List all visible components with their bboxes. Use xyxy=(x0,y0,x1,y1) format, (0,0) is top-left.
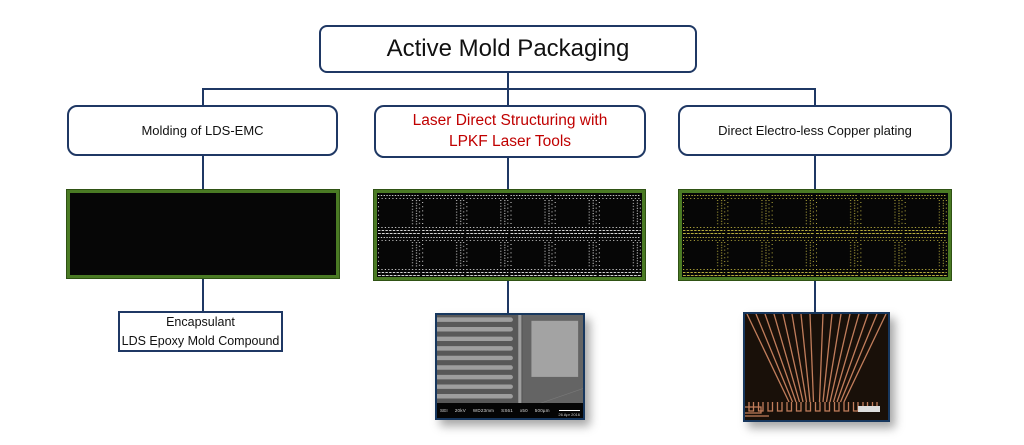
root-node: Active Mold Packaging xyxy=(319,25,697,73)
copper-traces-image xyxy=(745,314,888,420)
sem-footer-token: SS61 xyxy=(501,408,513,413)
copper-plated-panel-image xyxy=(678,189,952,281)
connector-root-stem xyxy=(507,73,509,89)
connector-box2-panel2 xyxy=(507,157,509,190)
connector-box3-panel3 xyxy=(814,156,816,190)
connector-drop-center xyxy=(507,88,509,105)
branch-node-laser-structuring: Laser Direct Structuring with LPKF Laser… xyxy=(374,105,646,158)
copper-scale-label xyxy=(858,406,880,412)
encapsulant-label: Encapsulant LDS Epoxy Mold Compound xyxy=(121,314,280,348)
sem-date: 26 Apr 2016 xyxy=(558,412,580,417)
connector-drop-right xyxy=(814,88,816,105)
connector-box1-panel1 xyxy=(202,156,204,190)
laser-structured-panel-image xyxy=(373,189,646,281)
laser-trace-pattern xyxy=(377,193,642,277)
copper-trace-pattern xyxy=(682,193,948,277)
branch-label-molding: Molding of LDS-EMC xyxy=(141,122,264,138)
sem-micrograph: SEI 20kV WD23mm SS61 x50 500µm 26 Apr 20… xyxy=(435,313,585,420)
branch-label-copper-plating: Direct Electro-less Copper plating xyxy=(718,122,912,138)
sem-footer-token: WD23mm xyxy=(472,408,495,413)
sem-footer-token: 20kV xyxy=(454,408,466,413)
sem-footer-token: SEI xyxy=(440,408,448,413)
connector-panel1-encapsulant xyxy=(202,278,204,312)
connector-drop-left xyxy=(202,88,204,105)
root-label: Active Mold Packaging xyxy=(386,34,630,62)
sem-scale-bar xyxy=(558,409,580,412)
connector-panel2-sem xyxy=(507,280,509,313)
sem-footer-token: x50 xyxy=(519,408,528,413)
branch-node-copper-plating: Direct Electro-less Copper plating xyxy=(678,105,952,156)
sem-micrograph-image xyxy=(437,315,583,404)
molded-panel-image xyxy=(66,189,340,279)
branch-node-molding: Molding of LDS-EMC xyxy=(67,105,338,156)
branch-label-laser-structuring: Laser Direct Structuring with LPKF Laser… xyxy=(412,111,608,150)
connector-panel3-copper xyxy=(814,280,816,312)
encapsulant-node: Encapsulant LDS Epoxy Mold Compound xyxy=(118,311,283,352)
connector-horizontal xyxy=(202,88,816,90)
sem-footer-bar: SEI 20kV WD23mm SS61 x50 500µm xyxy=(437,403,583,418)
copper-traces-micrograph xyxy=(743,312,890,422)
sem-footer-token: 500µm xyxy=(534,408,550,413)
